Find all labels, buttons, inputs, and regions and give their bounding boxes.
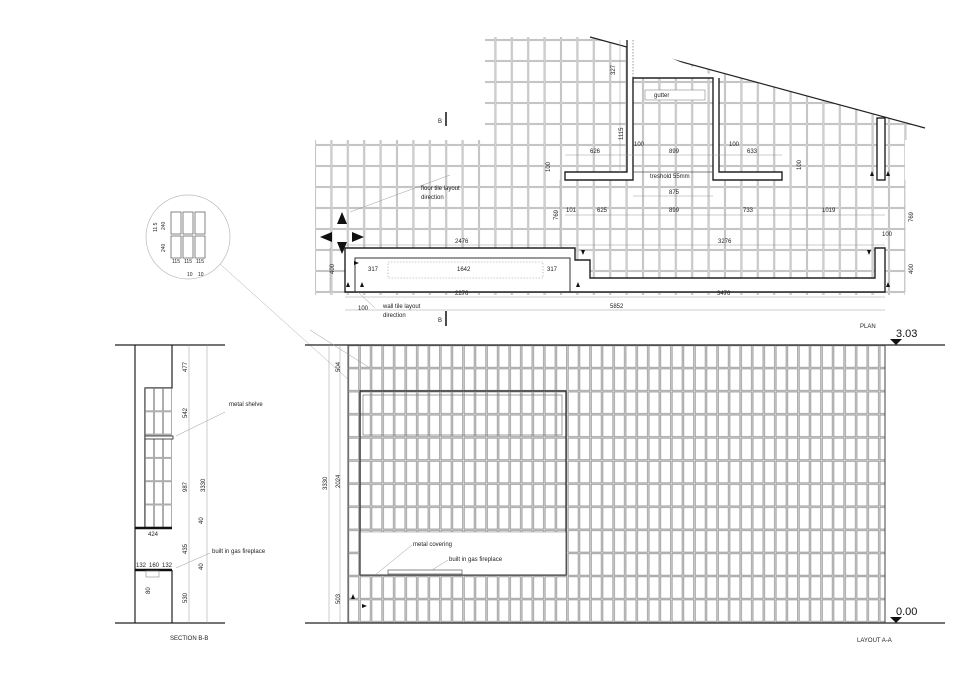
tile-start-marker [362,604,367,608]
dim-317: 317 [547,267,558,273]
dim-477: 477 [183,361,189,372]
dim-100: 100 [882,232,893,238]
floor-tile-label: floor tile layout [421,186,460,192]
section-marker-top: B [438,112,447,126]
dim-626: 626 [590,149,601,155]
dim-240: 240 [161,243,167,252]
dim-3330: 3330 [323,476,329,490]
dim-132: 132 [136,563,147,569]
fireplace-insert [387,261,544,279]
dim-40: 40 [199,563,205,570]
dim-317: 317 [368,267,379,273]
plan-title: PLAN [860,324,876,330]
tile-start-marker [351,594,355,599]
fireplace-label: built in gas fireplace [212,549,266,555]
metal-covering [360,531,566,575]
metal-shelf [144,435,174,440]
wall-tile-label: direction [383,313,406,319]
dim-11.5: 11.5 [153,222,159,232]
direction-arrows-icon [320,212,364,254]
dim-400: 400 [909,263,915,274]
dim-10: 10 [187,272,193,278]
svg-text:B: B [438,318,442,324]
dim-327: 327 [611,64,617,75]
fireplace-label: built in gas fireplace [449,557,503,563]
dim-40: 40 [199,517,205,524]
section-marker-bottom: B [438,311,447,326]
dim-2024: 2024 [336,474,342,488]
dim-2476: 2476 [455,239,469,245]
plan-dimensions: 327 1115 626 100 899 100 633 100 100 875… [330,64,915,312]
dim-5852: 5852 [610,304,624,310]
dim-400: 400 [330,263,336,274]
threshold-label: treshold 55mm [650,174,690,180]
dim-100: 100 [634,142,645,148]
dim-160: 160 [149,563,160,569]
level-marker-top: 3.03 [890,328,917,345]
niche-outline [359,390,567,576]
dim-240: 240 [161,221,167,230]
dim-504: 504 [336,361,342,372]
dim-100: 100 [358,306,369,312]
layout-a-a: 504 3330 2024 503 metal covering built i… [305,328,945,644]
dim-530: 530 [183,592,189,603]
wall-tile-grid [348,345,885,623]
layout-title: LAYOUT A-A [857,638,892,644]
right-wall-stub [876,117,886,181]
dim-10: 10 [198,272,204,278]
dim-503: 503 [336,593,342,604]
dim-769: 769 [909,211,915,222]
dim-1642: 1642 [457,267,471,273]
bench-outline [344,247,886,293]
dim-2276: 2276 [455,291,469,297]
dim-115: 115 [184,259,192,265]
wall-tile-label: wall tile layout [382,304,421,310]
dim-424: 424 [148,532,159,538]
svg-text:3.03: 3.03 [896,328,917,340]
level-marker-bottom: 0.00 [890,606,917,623]
dim-1115: 1115 [619,127,625,140]
chimney-walls [564,40,783,181]
dim-769: 769 [554,209,560,220]
dim-100: 100 [546,161,552,172]
dim-115: 115 [172,259,180,265]
svg-text:0.00: 0.00 [896,606,917,618]
dim-101: 101 [566,208,577,214]
dim-542: 542 [183,407,189,418]
gutter-box [644,89,706,101]
dim-1019: 1019 [822,208,836,214]
dim-435: 435 [183,543,189,554]
floor-tile-label: direction [421,195,444,201]
section-title: SECTION B-B [170,636,208,642]
metal-shelve-label: metal shelve [229,402,263,408]
fireplace-slot [387,569,463,575]
dim-625: 625 [597,208,608,214]
plan-view: 327 1115 626 100 899 100 633 100 100 875… [315,36,926,330]
level-triangle-icon [890,339,902,345]
level-triangle-icon [890,617,902,623]
svg-text:B: B [438,119,442,125]
dim-3276: 3276 [718,239,732,245]
dim-875: 875 [669,190,680,196]
dim-100: 100 [729,142,740,148]
dim-899: 899 [669,208,680,214]
niche-tiles [145,388,172,528]
dim-899: 899 [669,149,680,155]
dim-3330: 3330 [201,478,207,492]
section-b-b: 477 542 987 3330 40 424 435 132 160 132 … [115,344,266,642]
dim-633: 633 [747,149,758,155]
tile-detail-callout: 11.5 240 240 115 115 115 10 10 [145,194,361,391]
metal-covering-label: metal covering [413,542,452,548]
shelf-outline [362,394,563,436]
gutter-label: gutter [654,93,669,99]
dim-115: 115 [196,259,204,265]
detail-leader-line [219,263,361,391]
dim-80: 80 [146,587,152,594]
tile-start-markers [346,171,890,287]
dim-3476: 3476 [717,291,731,297]
dim-100: 100 [797,159,803,170]
dim-733: 733 [743,208,754,214]
dim-987: 987 [183,481,189,492]
dim-132: 132 [162,563,173,569]
